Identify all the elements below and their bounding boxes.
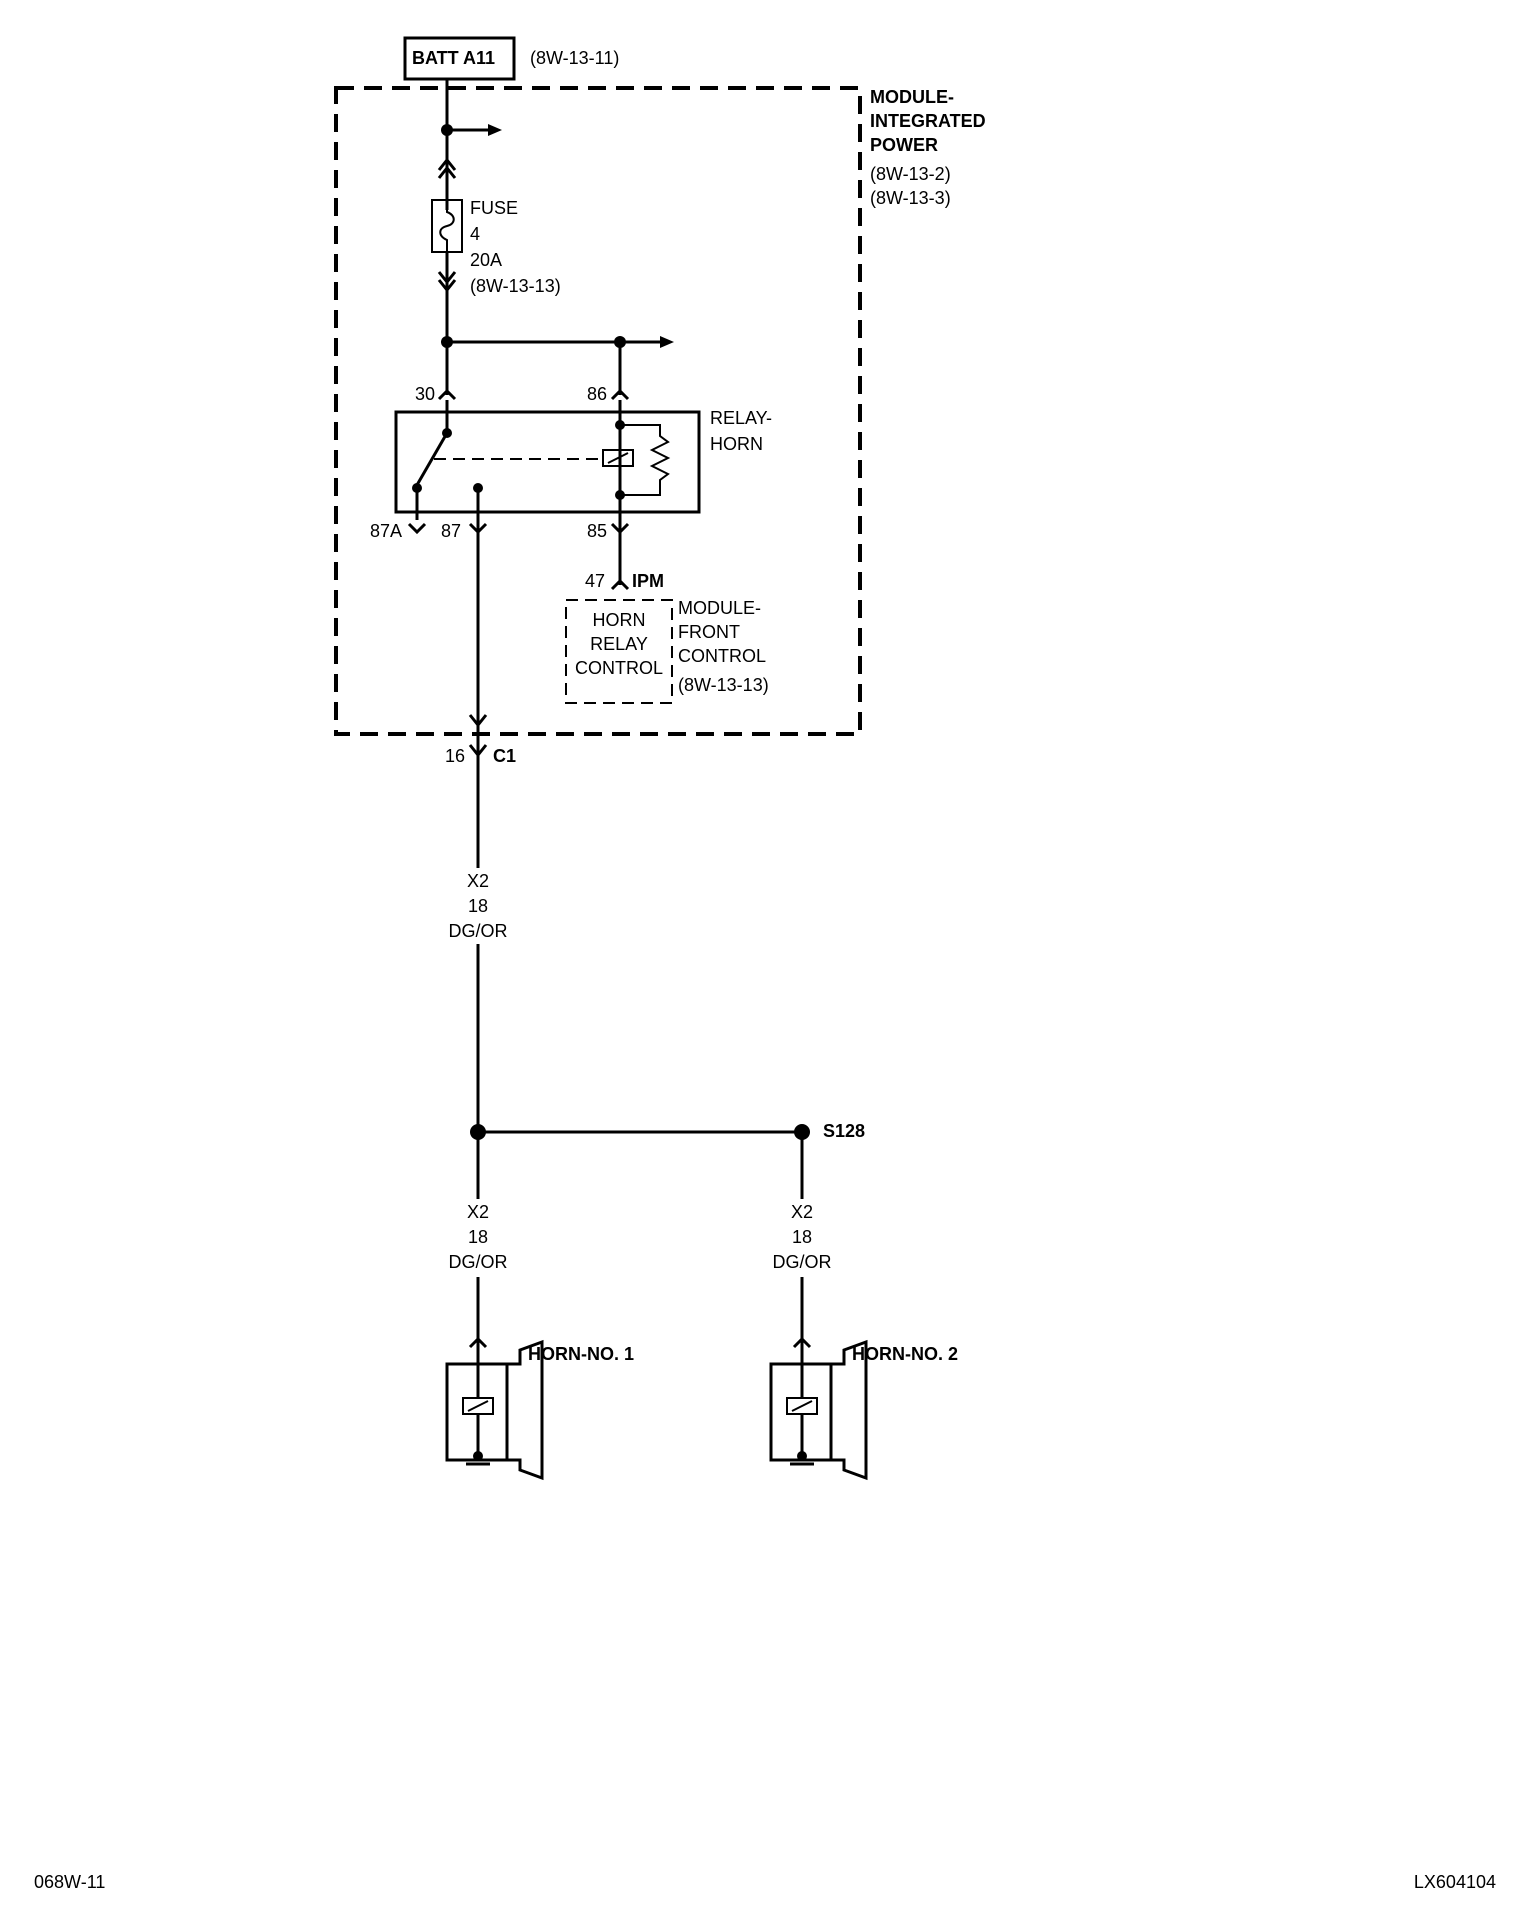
svg-text:MODULE-: MODULE- (870, 87, 954, 107)
horn-1-icon (445, 1339, 544, 1481)
splice-label: S128 (823, 1121, 865, 1141)
svg-text:X2: X2 (467, 1202, 489, 1222)
svg-text:HORN: HORN (710, 434, 763, 454)
svg-text:18: 18 (792, 1227, 812, 1247)
svg-text:FRONT: FRONT (678, 622, 740, 642)
wire-arrow-icon (468, 714, 488, 728)
battery-label: BATT A11 (412, 48, 495, 68)
page-number: 068W-11 (34, 1872, 105, 1892)
ipm-c1-pin-number: 16 (445, 746, 465, 766)
svg-text:X2: X2 (791, 1202, 813, 1222)
horn-2-icon (769, 1339, 868, 1481)
fuse-connector-chevron-icon (437, 157, 457, 171)
horn-1-wire-label: X2 18 DG/OR (445, 1199, 511, 1277)
fuse-label: FUSE 4 20A (8W-13-13) (470, 198, 561, 296)
svg-text:DG/OR: DG/OR (448, 921, 507, 941)
svg-text:MODULE-: MODULE- (678, 598, 761, 618)
svg-text:(8W-13-13): (8W-13-13) (678, 675, 769, 695)
relay-pin-30-label: 30 (415, 384, 435, 404)
svg-text:CONTROL: CONTROL (678, 646, 766, 666)
svg-text:(8W-13-13): (8W-13-13) (470, 276, 561, 296)
horn-2-wire-label: X2 18 DG/OR (769, 1199, 835, 1277)
svg-text:FUSE: FUSE (470, 198, 518, 218)
svg-text:18: 18 (468, 896, 488, 916)
svg-text:CONTROL: CONTROL (575, 658, 663, 678)
fcm-connector-name: IPM (632, 571, 664, 591)
battery-box (403, 36, 516, 81)
svg-text:DG/OR: DG/OR (772, 1252, 831, 1272)
fcm-connector-icon (610, 578, 630, 591)
horn-relay-label: RELAY- HORN (710, 408, 772, 454)
svg-text:(8W-13-2): (8W-13-2) (870, 164, 951, 184)
relay-suppression-resistor-icon (620, 424, 671, 496)
main-wire-label: X2 18 DG/OR (445, 868, 511, 944)
continuation-arrow-icon (660, 336, 674, 348)
integrated-power-module-boundary (334, 86, 862, 736)
relay-pin-86-label: 86 (587, 384, 607, 404)
relay-switch-blade (415, 432, 449, 486)
battery-reference: (8W-13-11) (530, 48, 619, 68)
relay-pin-87-label: 87 (441, 521, 461, 541)
continuation-arrow-icon (488, 124, 502, 136)
pin-30-connector-icon (437, 388, 457, 401)
horn-relay-box (394, 410, 701, 514)
svg-text:DG/OR: DG/OR (448, 1252, 507, 1272)
figure-id: LX604104 (1414, 1872, 1496, 1892)
svg-text:(8W-13-3): (8W-13-3) (870, 188, 951, 208)
front-control-module-label: MODULE- FRONT CONTROL (8W-13-13) (678, 598, 769, 695)
pin-87a-connector-icon (407, 522, 427, 535)
horn-2-connector-icon (792, 1336, 812, 1349)
svg-text:4: 4 (470, 224, 480, 244)
svg-text:18: 18 (468, 1227, 488, 1247)
svg-text:20A: 20A (470, 250, 502, 270)
relay-coil-icon (602, 449, 634, 467)
relay-pin-85-label: 85 (587, 521, 607, 541)
fcm-pin-number: 47 (585, 571, 605, 591)
horn-1-label: HORN-NO. 1 (528, 1344, 634, 1364)
front-control-module-box (565, 599, 673, 704)
svg-text:RELAY: RELAY (590, 634, 648, 654)
horn-1-connector-icon (468, 1336, 488, 1349)
ipm-c1-connector-name: C1 (493, 746, 516, 766)
horn-relay-control-label: HORN RELAY CONTROL (575, 610, 663, 678)
horn-2-label: HORN-NO. 2 (852, 1344, 958, 1364)
svg-text:X2: X2 (467, 871, 489, 891)
svg-text:RELAY-: RELAY- (710, 408, 772, 428)
fuse-output-chevron-icon (437, 271, 457, 285)
relay-pin-87a-label: 87A (370, 521, 402, 541)
svg-text:POWER: POWER (870, 135, 938, 155)
svg-text:INTEGRATED: INTEGRATED (870, 111, 986, 131)
pin-86-connector-icon (610, 388, 630, 401)
ipm-c1-connector-icon (468, 744, 488, 758)
svg-text:HORN: HORN (593, 610, 646, 630)
integrated-power-module-label: MODULE- INTEGRATED POWER (8W-13-2) (8W-1… (870, 87, 986, 208)
